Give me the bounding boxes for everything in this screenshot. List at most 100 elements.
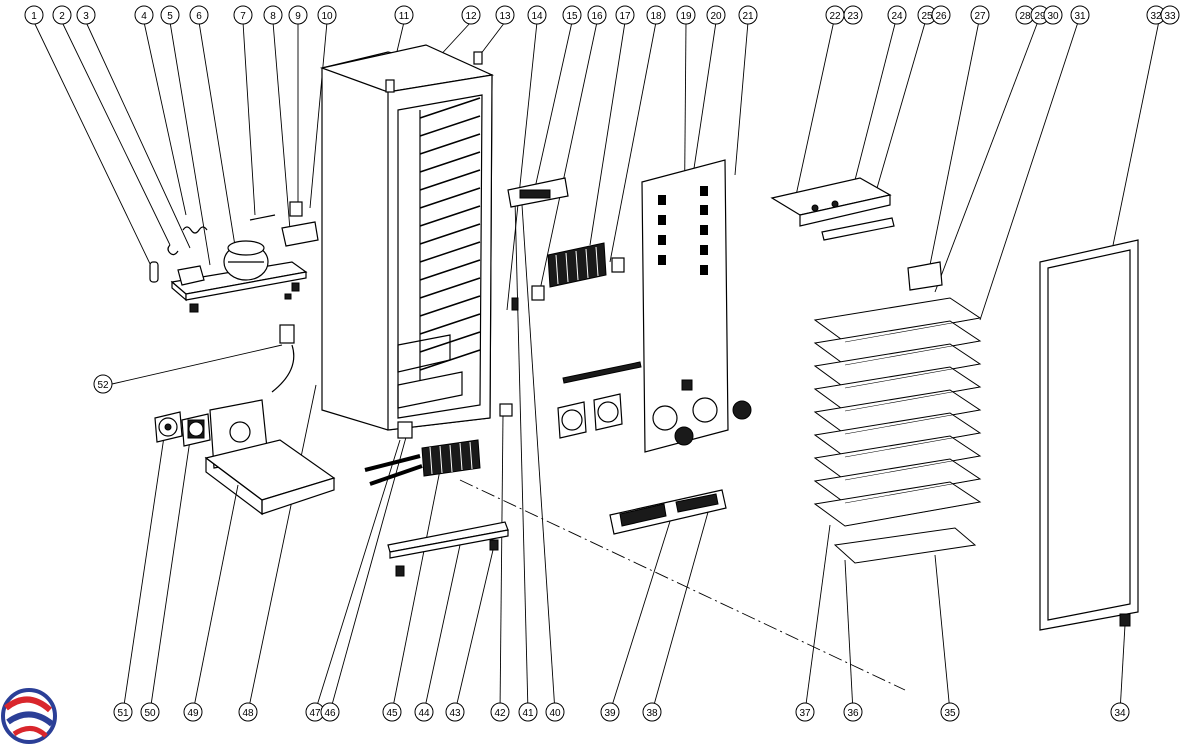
callout-37: 37 (795, 702, 815, 722)
callout-label: 3 (83, 11, 89, 22)
callout-5: 5 (160, 5, 180, 25)
callout-48: 48 (238, 702, 258, 722)
callout-label: 34 (1114, 708, 1126, 719)
callout-27: 27 (970, 5, 990, 25)
callout-30: 30 (1043, 5, 1063, 25)
callout-11: 11 (394, 5, 414, 25)
callout-circle (320, 702, 340, 722)
callout-circle (600, 702, 620, 722)
callout-38: 38 (642, 702, 662, 722)
callout-circle (414, 702, 434, 722)
callout-label: 48 (242, 708, 254, 719)
callout-14: 14 (527, 5, 547, 25)
callout-label: 5 (167, 11, 173, 22)
callout-circle (461, 5, 481, 25)
callout-label: 17 (619, 11, 631, 22)
evaporator-coil (531, 242, 625, 301)
callout-17: 17 (615, 5, 635, 25)
callout-circle (24, 5, 44, 25)
callout-label: 36 (847, 708, 859, 719)
callout-circle (288, 5, 308, 25)
callout-circle (1070, 5, 1090, 25)
callout-label: 33 (1164, 11, 1176, 22)
callout-circle (394, 5, 414, 25)
callout-label: 31 (1074, 11, 1086, 22)
callout-8: 8 (263, 5, 283, 25)
callout-label: 13 (499, 11, 511, 22)
callout-label: 47 (309, 708, 321, 719)
callout-circle (843, 702, 863, 722)
callout-circle (642, 702, 662, 722)
callout-label: 6 (196, 11, 202, 22)
callout-circle (940, 702, 960, 722)
callout-left: 52 (93, 374, 113, 394)
callout-circle (527, 5, 547, 25)
callout-label: 35 (944, 708, 956, 719)
callout-50: 50 (140, 702, 160, 722)
callout-circle (263, 5, 283, 25)
condenser-fan-left (154, 411, 211, 447)
callout-circle (183, 702, 203, 722)
callout-circle (160, 5, 180, 25)
callout-label: 40 (549, 708, 561, 719)
callout-circle (795, 702, 815, 722)
callout-label: 9 (295, 11, 301, 22)
callout-9: 9 (288, 5, 308, 25)
callout-32: 32 (1146, 5, 1166, 25)
callout-circle (615, 5, 635, 25)
callout-1: 1 (24, 5, 44, 25)
callout-circle (562, 5, 582, 25)
callout-label: 16 (591, 11, 603, 22)
callout-circle (134, 5, 154, 25)
callout-label: 29 (1034, 11, 1046, 22)
parts-group (149, 44, 1139, 631)
callout-13: 13 (495, 5, 515, 25)
callout-33: 33 (1160, 5, 1180, 25)
callout-52: 52 (97, 380, 109, 391)
callout-circle (490, 702, 510, 722)
callout-24: 24 (887, 5, 907, 25)
callout-circle (1110, 702, 1130, 722)
callout-label: 10 (321, 11, 333, 22)
callout-circle (931, 5, 951, 25)
light-box (609, 489, 727, 535)
callout-label: 23 (847, 11, 859, 22)
callout-circle (970, 5, 990, 25)
callout-31: 31 (1070, 5, 1090, 25)
base-rail (387, 403, 513, 577)
callout-circle (1160, 5, 1180, 25)
leader-lines (33, 15, 1161, 713)
callout-label: 37 (799, 708, 811, 719)
callout-40: 40 (545, 702, 565, 722)
rear-panel (641, 159, 752, 453)
callout-circle (52, 5, 72, 25)
callout-label: 7 (240, 11, 246, 22)
callout-49: 49 (183, 702, 203, 722)
callout-15: 15 (562, 5, 582, 25)
callout-34: 34 (1110, 702, 1130, 722)
evaporator-fans (557, 393, 623, 439)
callout-2: 2 (52, 5, 72, 25)
callout-19: 19 (676, 5, 696, 25)
callout-20: 20 (706, 5, 726, 25)
callout-circle (76, 5, 96, 25)
callout-label: 24 (891, 11, 903, 22)
callout-circle (887, 5, 907, 25)
callout-3: 3 (76, 5, 96, 25)
callout-22: 22 (825, 5, 845, 25)
power-cord-assembly (271, 324, 295, 393)
callout-label: 49 (187, 708, 199, 719)
callout-18: 18 (646, 5, 666, 25)
callout-label: 27 (974, 11, 986, 22)
callout-label: 8 (270, 11, 276, 22)
evaporator-bracket (507, 177, 569, 311)
callout-label: 26 (935, 11, 947, 22)
callout-42: 42 (490, 702, 510, 722)
callout-label: 51 (117, 708, 129, 719)
callout-10: 10 (317, 5, 337, 25)
callout-label: 4 (141, 11, 147, 22)
callout-label: 32 (1150, 11, 1162, 22)
